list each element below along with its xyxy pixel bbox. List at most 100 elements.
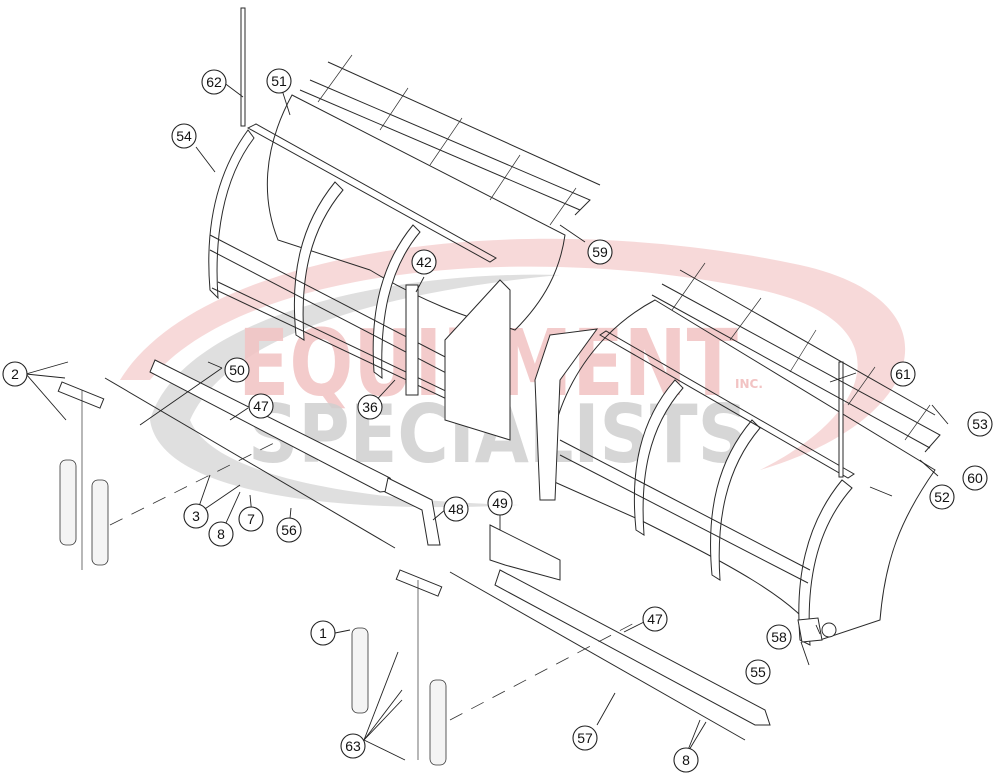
callout-1[interactable]: 1: [310, 620, 336, 646]
svg-text:36: 36: [362, 399, 378, 415]
callout-8-upper[interactable]: 8: [208, 521, 234, 547]
svg-text:60: 60: [967, 470, 983, 486]
svg-text:8: 8: [682, 752, 690, 768]
callout-47-lower[interactable]: 47: [642, 606, 668, 632]
right-blade-assembly: [534, 262, 941, 646]
spring-left-1: [59, 459, 77, 546]
svg-text:54: 54: [176, 128, 192, 144]
a-frame-mount: [444, 279, 511, 441]
spring-bar-lower: [395, 569, 443, 597]
svg-text:2: 2: [11, 366, 19, 382]
cutting-edge-left-2: [309, 79, 591, 216]
plug-58: [821, 622, 837, 638]
svg-text:3: 3: [192, 508, 200, 524]
blade-marker-rod-right: [838, 361, 844, 478]
watermark-swoosh-gray: [150, 274, 560, 508]
lower-trip-edge-assembly: [351, 524, 771, 766]
frame-mount-right: [534, 328, 599, 501]
svg-text:42: 42: [416, 254, 432, 270]
svg-text:8: 8: [217, 526, 225, 542]
spring-1: [351, 627, 369, 714]
frame-rib-left-2: [293, 181, 344, 341]
edge-plate-49: [489, 524, 561, 581]
callout-58[interactable]: 58: [766, 624, 792, 650]
svg-text:57: 57: [577, 730, 593, 746]
svg-text:56: 56: [281, 522, 297, 538]
svg-text:47: 47: [647, 611, 663, 627]
callout-53[interactable]: 53: [967, 411, 993, 437]
cutting-edge-right-1: [651, 294, 931, 449]
watermark-suffix: INC.: [735, 377, 763, 391]
callout-59[interactable]: 59: [587, 239, 613, 265]
callout-63[interactable]: 63: [340, 733, 366, 759]
cross-tube-left-1: [209, 234, 481, 376]
assembly-guide-lower: [449, 619, 641, 721]
svg-text:58: 58: [771, 629, 787, 645]
callout-51[interactable]: 51: [266, 68, 292, 94]
svg-text:53: 53: [972, 416, 988, 432]
frame-rib-left-end: [208, 129, 255, 300]
left-blade-assembly: [208, 7, 601, 441]
moldboard-left: [266, 94, 566, 331]
cross-tube-right-1: [559, 439, 811, 571]
callout-57[interactable]: 57: [572, 725, 598, 751]
callout-7[interactable]: 7: [238, 506, 264, 532]
svg-text:63: 63: [345, 738, 361, 754]
top-angle-left: [246, 123, 497, 263]
hinge-rod-lower: [449, 571, 746, 741]
callouts: 62 51 54 59 42 2 50 47 36 61 53 60 52 3 …: [2, 68, 993, 773]
callout-2[interactable]: 2: [2, 361, 28, 387]
spring-left-2: [91, 479, 109, 566]
callout-54[interactable]: 54: [171, 123, 197, 149]
callout-62[interactable]: 62: [201, 69, 227, 95]
blade-marker-rod-left: [240, 7, 246, 127]
pivot-post: [405, 284, 419, 396]
top-angle-right: [599, 330, 855, 479]
svg-text:7: 7: [247, 511, 255, 527]
svg-text:47: 47: [253, 398, 269, 414]
callout-56[interactable]: 56: [276, 517, 302, 543]
frame-rib-right-2: [710, 419, 761, 581]
callout-60[interactable]: 60: [962, 465, 988, 491]
hinge-rod-upper: [104, 377, 396, 549]
svg-text:48: 48: [448, 501, 464, 517]
callout-3[interactable]: 3: [183, 503, 209, 529]
callout-49[interactable]: 49: [487, 490, 513, 516]
callout-48[interactable]: 48: [443, 496, 469, 522]
svg-text:50: 50: [229, 362, 245, 378]
upper-trip-edge-assembly: [57, 359, 441, 570]
callout-61[interactable]: 61: [890, 361, 916, 387]
edge-bolts-left: [317, 54, 577, 226]
cross-tube-left-2: [209, 249, 476, 389]
edge-plate-48: [384, 477, 441, 546]
svg-text:59: 59: [592, 244, 608, 260]
svg-text:55: 55: [750, 664, 766, 680]
svg-text:61: 61: [895, 366, 911, 382]
svg-text:1: 1: [319, 625, 327, 641]
callout-55[interactable]: 55: [745, 659, 771, 685]
svg-text:51: 51: [271, 73, 287, 89]
callout-8-lower[interactable]: 8: [673, 747, 699, 773]
svg-text:49: 49: [492, 495, 508, 511]
svg-text:52: 52: [934, 489, 950, 505]
frame-rib-right-1: [633, 379, 684, 536]
cutting-edge-right-2: [661, 283, 941, 453]
callout-36[interactable]: 36: [357, 394, 383, 420]
callout-47-upper[interactable]: 47: [248, 393, 274, 419]
callout-42[interactable]: 42: [411, 249, 437, 275]
spring-bar-upper: [57, 381, 105, 409]
spring-lower-right: [429, 679, 447, 766]
corner-hinge-55: [797, 617, 823, 643]
trip-edge-lower: [494, 569, 771, 726]
callout-52[interactable]: 52: [929, 484, 955, 510]
cross-tube-right-2: [559, 454, 809, 584]
callout-50[interactable]: 50: [224, 357, 250, 383]
moldboard-right: [549, 299, 936, 641]
frame-rib-left-3: [372, 224, 421, 380]
leader-lines: [25, 81, 949, 761]
svg-text:62: 62: [206, 74, 222, 90]
cutting-edge-left-3: [327, 61, 601, 186]
cutting-edge-right-3: [679, 269, 936, 416]
assembly-guide-upper: [109, 439, 281, 526]
